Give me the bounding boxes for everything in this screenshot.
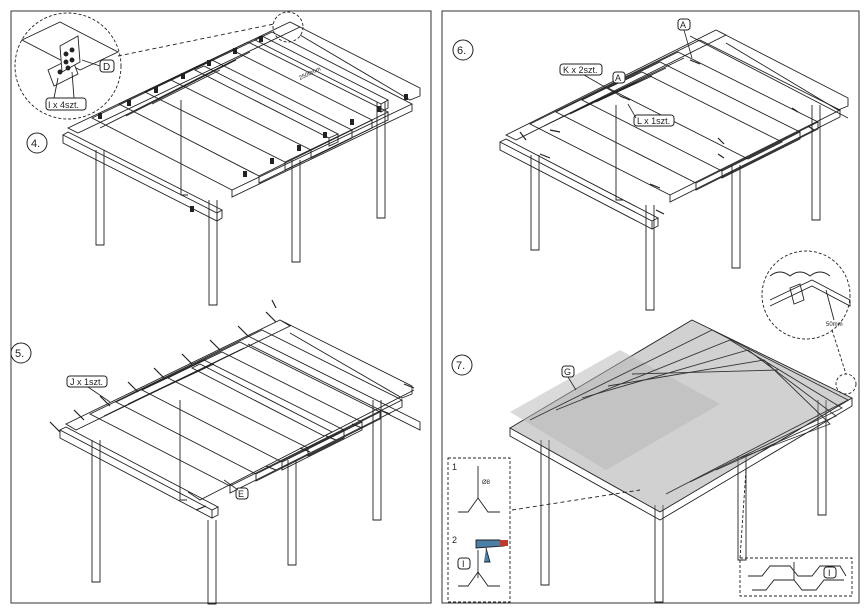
step5-qty: J x 1szt. — [70, 377, 103, 387]
right-panel-frame — [441, 10, 860, 604]
step6-number: 6. — [457, 45, 466, 57]
step4-pergola — [14, 11, 421, 306]
step6-qty-l: L x 1szt. — [637, 116, 670, 126]
step7-part-g-leader — [567, 376, 577, 391]
step4-posts — [95, 100, 386, 306]
step7-sheet-g — [510, 350, 720, 470]
step5-qty-leader — [87, 386, 111, 403]
step6-part-a-top: A — [680, 20, 686, 30]
step7-part-i-left-box — [457, 557, 471, 570]
step7-detail1-num: 1 — [452, 462, 457, 472]
left-panel-frame — [10, 10, 432, 604]
step5-posts — [91, 400, 382, 605]
step5-rafters — [65, 319, 413, 494]
step5-part-e-box — [235, 487, 249, 500]
step5-part-e-leader — [223, 479, 239, 491]
step4-leader-line — [117, 23, 275, 57]
step6-part-a-mid: A — [615, 73, 621, 83]
step4-badge — [26, 132, 48, 154]
step4-number: 4. — [31, 138, 40, 150]
step4-front-beam — [62, 131, 223, 222]
step6-qty-l-leader — [627, 103, 637, 119]
step7-detail2-num: 2 — [452, 535, 457, 545]
step4-detail-target — [272, 11, 304, 43]
step6-qty-k-leader — [583, 74, 625, 99]
step7-rafters — [529, 329, 849, 495]
step6-brackets — [519, 59, 815, 215]
step7-badge — [451, 354, 473, 376]
step6-qty-l-box — [633, 114, 675, 127]
step7-posts — [540, 400, 827, 603]
step4-detail-circle — [14, 12, 122, 120]
step7-part-g: G — [564, 367, 571, 377]
step5-qty-box — [66, 375, 108, 388]
step4-part-d-box — [99, 59, 115, 73]
step7-drill-detail — [447, 457, 641, 603]
step7-pergola — [509, 319, 853, 603]
step4-bracket — [20, 21, 120, 99]
step7-number: 7. — [456, 360, 465, 372]
step7-dim: 50mm — [826, 322, 843, 328]
step5-screws — [49, 299, 415, 511]
step6-part-a-mid-box — [612, 71, 626, 84]
drill-icon — [475, 539, 505, 563]
step6-badge — [452, 39, 474, 61]
step5-pergola — [59, 319, 421, 605]
step6-qty-k: K x 2szt. — [563, 65, 598, 75]
step6-pergola — [499, 29, 849, 311]
step7-profile-detail — [739, 469, 853, 597]
step5-part-e: E — [238, 489, 244, 499]
step6-rafters — [504, 29, 849, 203]
step5-badge — [10, 342, 32, 364]
step4-qty-box — [45, 97, 87, 111]
step5-front-beam — [59, 426, 219, 519]
step5-number: 5. — [15, 348, 24, 360]
step6-part-a-top-leader — [683, 29, 693, 59]
step7-detail-circle — [761, 250, 857, 395]
step6-posts — [530, 105, 821, 311]
step7-part-i-left: I — [462, 559, 465, 569]
step7-part-i-right: I — [828, 568, 831, 578]
step4-screws — [98, 36, 408, 212]
step4-part-d: D — [103, 62, 110, 73]
step7-detail1-dim: Ø8 — [482, 480, 491, 486]
step6-qty-k-box — [559, 63, 603, 76]
step7-part-i-right-box — [823, 566, 837, 579]
step4-rafters — [66, 21, 421, 198]
step4-qty: I x 4szt. — [48, 100, 79, 110]
